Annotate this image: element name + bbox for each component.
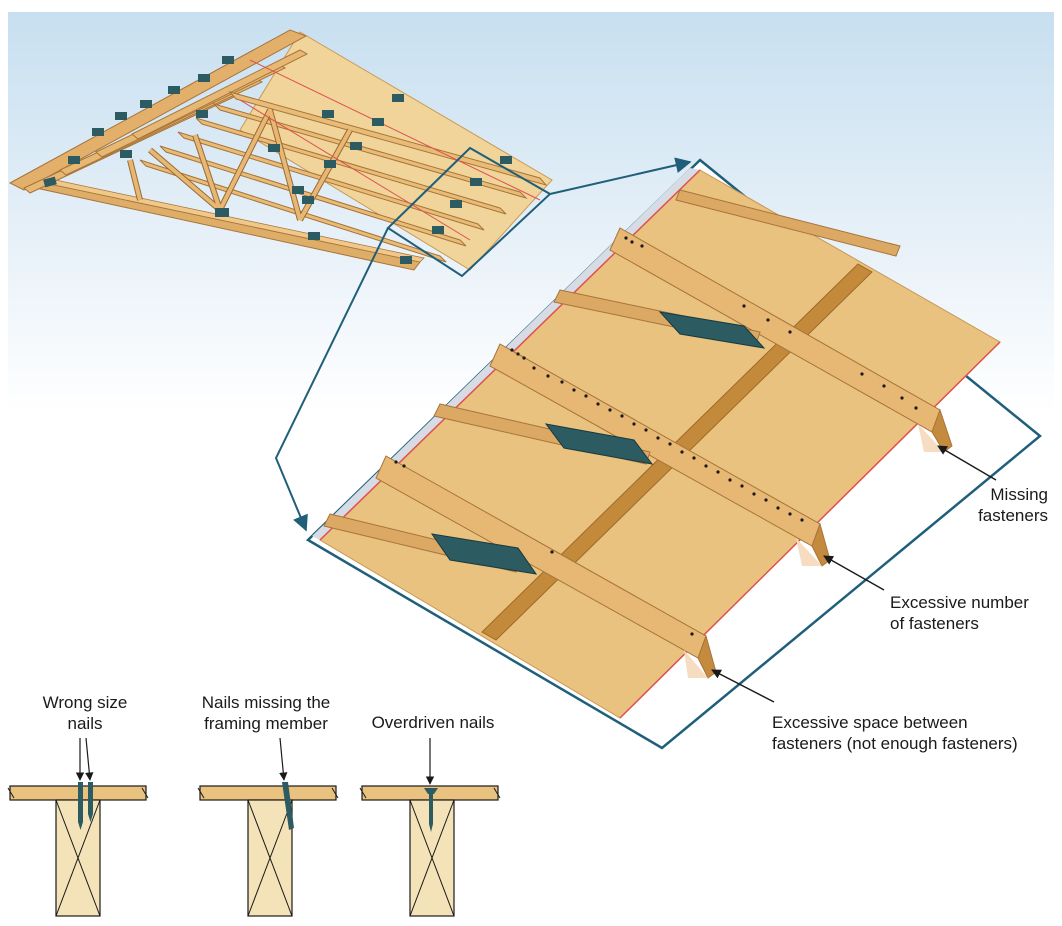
- arrow-missing: [937, 445, 997, 481]
- label-missing-member-line-1: Nails missing the: [201, 693, 331, 712]
- zoom-region-box: [386, 146, 552, 278]
- label-excessive-number-line-2: of fasteners: [890, 614, 979, 633]
- nail-icon: [424, 788, 438, 832]
- arrow-pointer-icon: [711, 445, 997, 703]
- section-overdriven: [359, 738, 501, 917]
- label-wrong-size-nails: Wrong size nails: [20, 692, 150, 734]
- label-wrong-size-line-1: Wrong size: [42, 693, 128, 712]
- nail-sections: [7, 737, 501, 917]
- label-nails-missing-member: Nails missing the framing member: [190, 692, 342, 734]
- label-missing-line-1: Missing: [990, 485, 1048, 504]
- fasteners-truss-2: [510, 348, 804, 522]
- section-wrong-size: [7, 737, 149, 917]
- label-excessive-space-line-1: Excessive space between: [772, 713, 968, 732]
- arrow-excessive-space: [711, 669, 775, 703]
- roof-sheathing-overview: [239, 31, 553, 271]
- zoom-connector-top: [549, 157, 692, 195]
- label-wrong-size-line-2: nails: [67, 714, 103, 733]
- label-overdriven-nails: Overdriven nails: [360, 712, 506, 733]
- section-missing-member: [197, 737, 339, 917]
- label-overdriven-line-1: Overdriven nails: [371, 713, 495, 732]
- label-missing-line-2: fasteners: [978, 506, 1048, 525]
- zoom-connector-bottom: [274, 227, 389, 532]
- truss-members: [375, 227, 953, 679]
- label-missing-member-line-2: framing member: [204, 714, 328, 733]
- detail-panel: [305, 158, 1042, 750]
- label-missing-fasteners: Missing fasteners: [930, 484, 1048, 526]
- label-excessive-number: Excessive number of fasteners: [890, 592, 1060, 634]
- fasteners-truss-3: [394, 460, 694, 636]
- arrow-excessive-number: [823, 555, 885, 591]
- nail-icon: [282, 782, 294, 830]
- nail-icon: [78, 782, 93, 830]
- gusset-plate-icon: [43, 56, 512, 264]
- roof-overview: [8, 29, 553, 278]
- gusset-plate-icon: [430, 311, 766, 575]
- label-excessive-space: Excessive space between fasteners (not e…: [772, 712, 1052, 754]
- fasteners-truss-1: [624, 236, 918, 410]
- label-excessive-number-line-1: Excessive number: [890, 593, 1029, 612]
- label-excessive-space-line-2: fasteners (not enough fasteners): [772, 734, 1018, 753]
